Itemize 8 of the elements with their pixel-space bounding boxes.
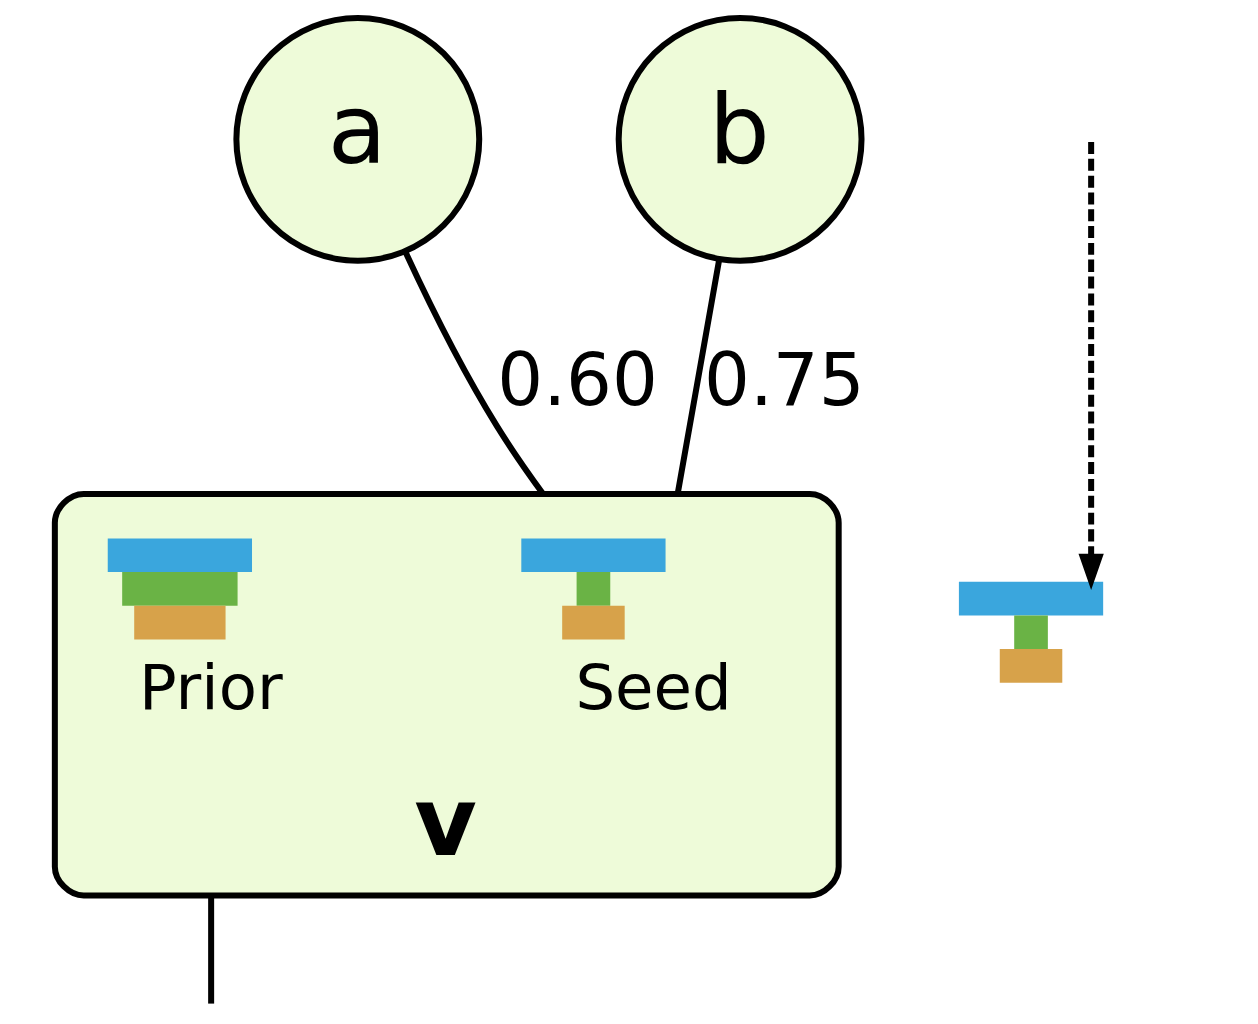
edge-label: 0.60 (496, 338, 658, 422)
node-label: Seed (574, 650, 732, 724)
node-label: Prior (138, 650, 283, 724)
arrow (1078, 142, 1104, 590)
node-circle: b (615, 14, 865, 264)
edge-label: 0.75 (703, 338, 865, 422)
node-circle: a (232, 14, 482, 264)
connector (207, 895, 214, 1004)
